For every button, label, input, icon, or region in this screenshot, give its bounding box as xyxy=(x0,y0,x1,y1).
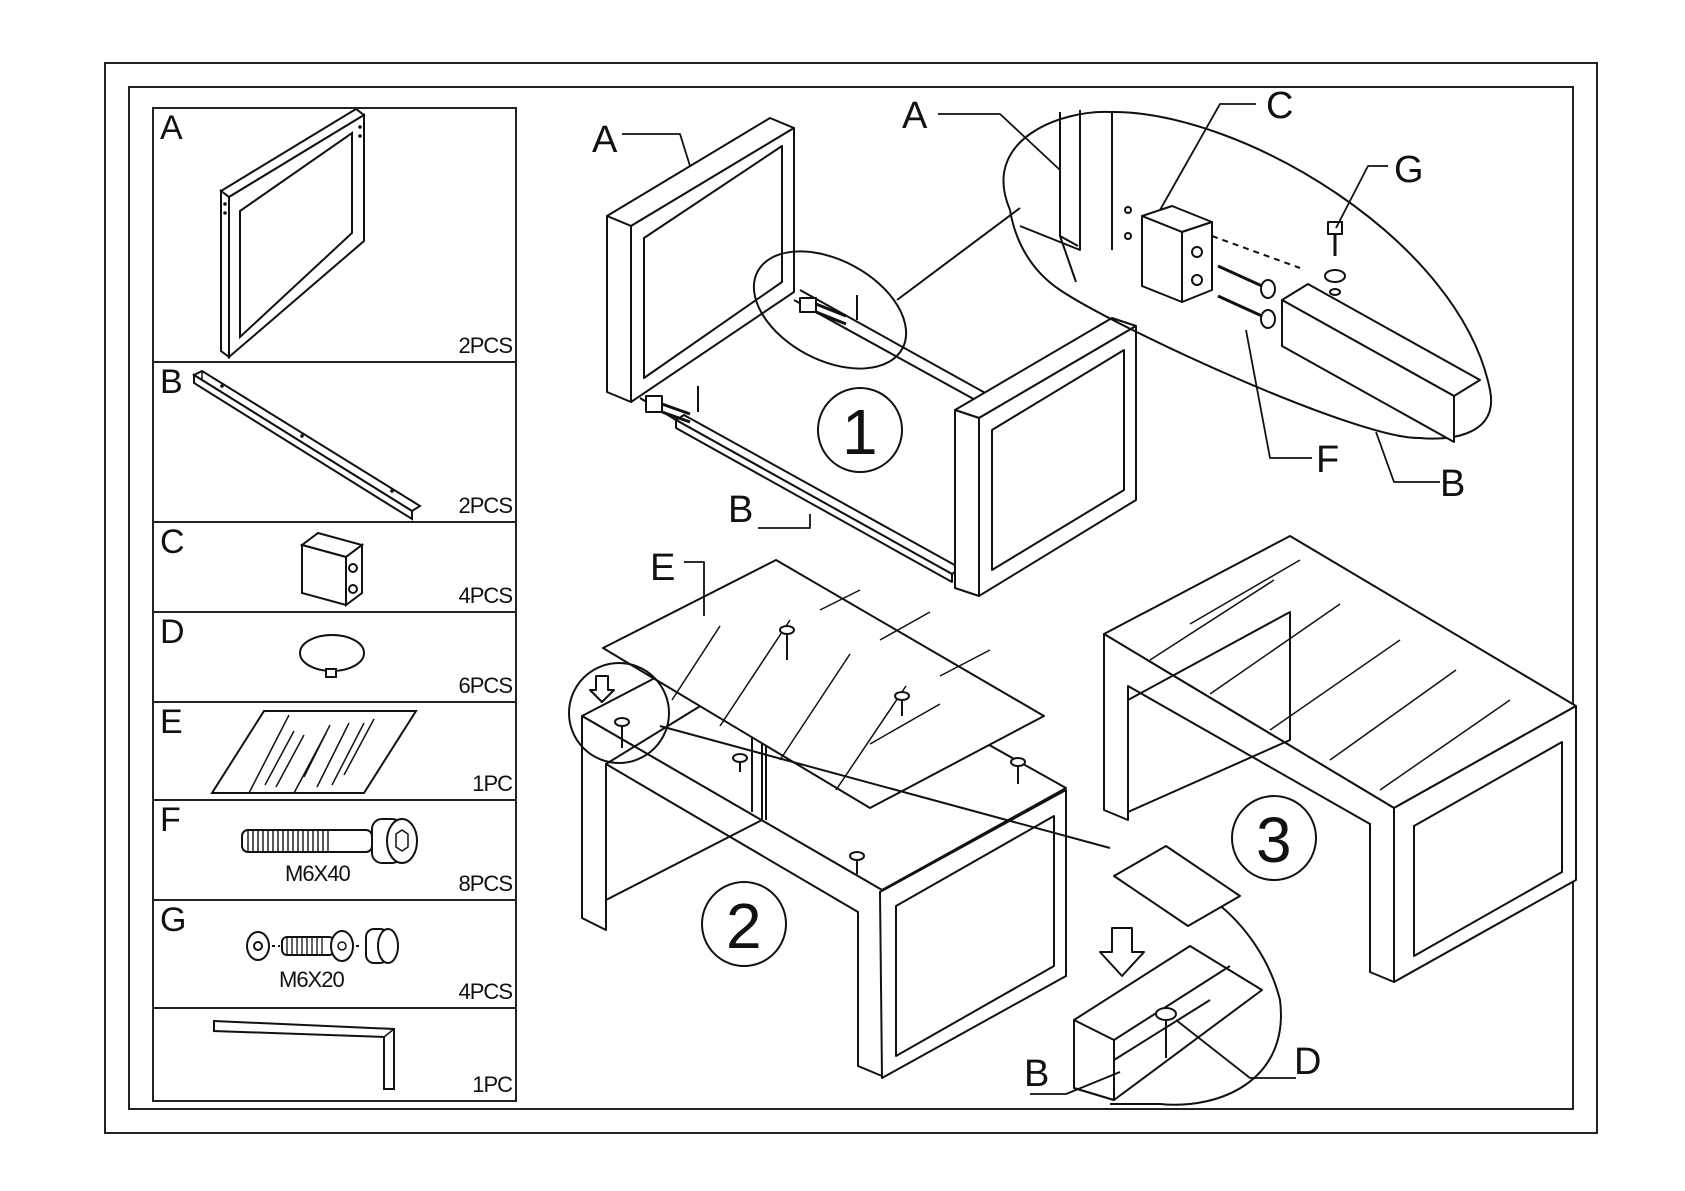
step1-number: 1 xyxy=(842,396,878,468)
detail1-label-f: F xyxy=(1316,439,1339,481)
step1-label-a: A xyxy=(592,119,618,161)
step1-leg-frame-right xyxy=(955,318,1136,596)
step2-table xyxy=(569,560,1110,1078)
detail3-label-b: B xyxy=(1024,1053,1049,1095)
step3-number: 3 xyxy=(1256,804,1292,876)
detail3-label-d: D xyxy=(1294,1041,1321,1083)
step1-label-b: B xyxy=(728,489,753,531)
detail1-label-g: G xyxy=(1394,149,1424,191)
zoom-leader-line xyxy=(897,208,1020,300)
detail1-label-b: B xyxy=(1440,463,1465,505)
step2-label-e: E xyxy=(650,547,675,589)
step1-leg-frame-a xyxy=(607,118,794,402)
step2-number: 2 xyxy=(726,890,762,962)
detail1-label-c: C xyxy=(1266,85,1293,127)
detail3-zoom xyxy=(1074,846,1281,1105)
detail1-label-a: A xyxy=(902,95,928,137)
